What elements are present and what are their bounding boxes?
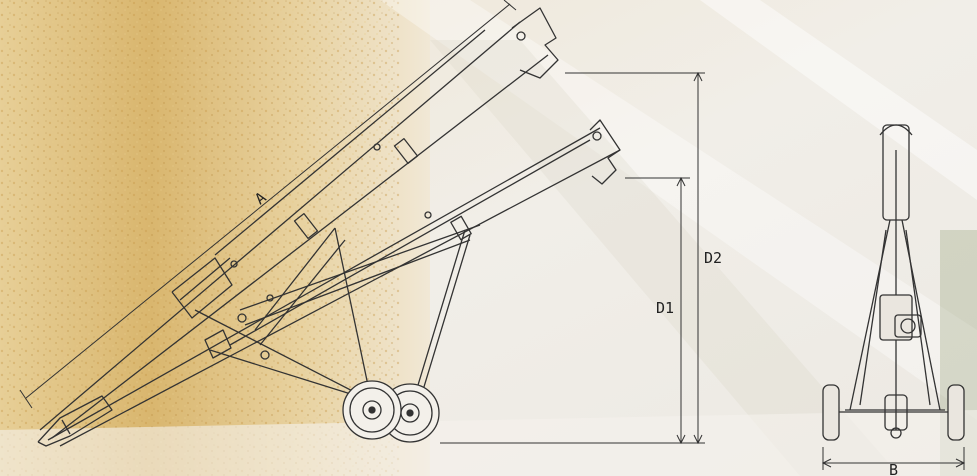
dimension-a — [19, 0, 517, 409]
auger-side-view — [37, 7, 621, 447]
dimension-b — [821, 447, 966, 470]
dimension-heights — [440, 71, 705, 445]
side-wheels — [342, 380, 440, 443]
intake-hopper — [37, 395, 113, 447]
dimension-b-label: B — [889, 461, 898, 476]
lower-auger-tube — [47, 119, 621, 447]
lift-frame — [194, 224, 481, 401]
front-wheel-left — [822, 384, 840, 441]
dimension-d1-label: D1 — [656, 299, 674, 317]
auger-front-view — [822, 124, 965, 441]
upper-auger-tube — [39, 7, 559, 439]
front-wheel-right — [947, 384, 965, 441]
dimension-d2-label: D2 — [704, 249, 722, 267]
